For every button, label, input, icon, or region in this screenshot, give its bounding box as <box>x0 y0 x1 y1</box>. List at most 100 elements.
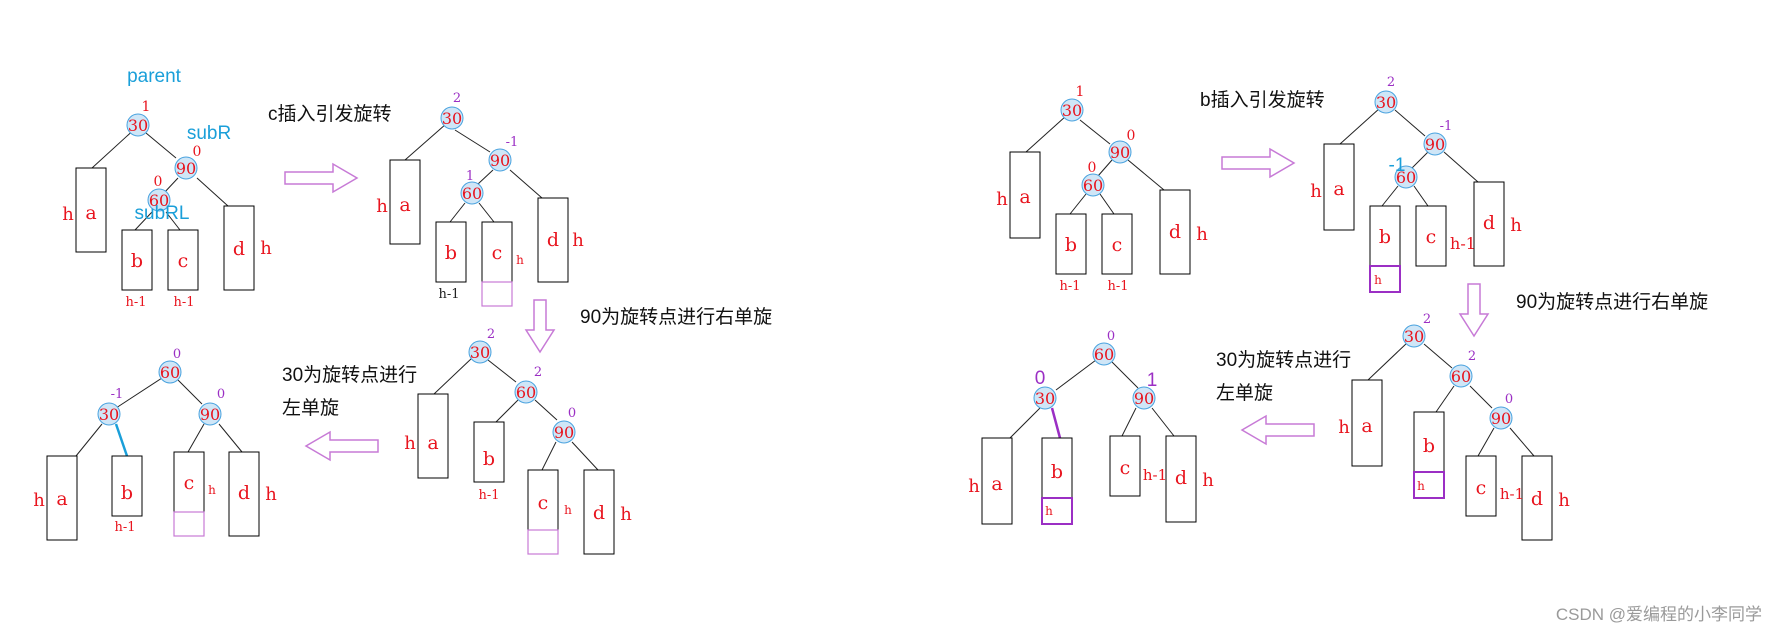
new-node-box <box>1413 471 1445 499</box>
balance-factor: 0 <box>1107 329 1115 344</box>
subtree-b-label: b <box>1423 435 1435 457</box>
node-circle <box>1394 165 1418 189</box>
subtree-c-label: c <box>1476 477 1487 499</box>
subtree-box <box>435 221 467 283</box>
node-90-value: 90 <box>1425 135 1445 154</box>
node-circle <box>1081 173 1105 197</box>
node-60-value: 60 <box>1396 168 1416 187</box>
tree-8: a b c d h h h h-1 60 30 90 0 0 1 <box>968 329 1214 525</box>
subtree-b-label: b <box>1379 226 1391 248</box>
balance-factor: 2 <box>534 365 542 380</box>
balance-factor: 0 <box>173 347 181 362</box>
balance-factor: 1 <box>1076 84 1085 100</box>
edge <box>1423 343 1453 369</box>
edge <box>1097 159 1113 177</box>
tree-3: a b c d h h h h-1 30 60 90 2 2 0 <box>404 327 632 555</box>
node-circle <box>97 402 121 426</box>
height-label: h <box>33 490 45 511</box>
arrow-down-icon <box>1459 283 1489 337</box>
node-circle <box>514 380 538 404</box>
caption-left-rotate-2b: 左单旋 <box>1216 382 1273 404</box>
balance-factor: 0 <box>568 406 576 421</box>
edge <box>1509 427 1535 457</box>
subR-label: subR <box>187 123 231 144</box>
subtree-box <box>46 455 78 541</box>
reattached-edge <box>114 423 129 457</box>
node-60-value: 60 <box>1451 367 1471 386</box>
edge <box>1151 407 1175 437</box>
height-label: h-1 <box>125 295 146 310</box>
node-circle <box>147 188 171 212</box>
balance-factor: -1 <box>111 387 124 402</box>
subtree-box <box>389 159 421 245</box>
balance-factor: 2 <box>487 327 495 342</box>
edge <box>487 359 517 383</box>
edge <box>478 202 495 223</box>
balance-factor: 2 <box>1423 312 1431 327</box>
edge <box>1025 115 1067 153</box>
parent-label: parent <box>127 66 182 87</box>
edge <box>1079 119 1111 145</box>
caption-left-rotate-2: 左单旋 <box>282 397 339 419</box>
subtree-b-label: b <box>483 448 495 470</box>
height-label: h <box>572 230 584 251</box>
height-label: h <box>62 204 74 225</box>
watermark-text: CSDN @爱编程的小李同学 <box>1556 605 1762 624</box>
new-node-box <box>527 529 559 555</box>
edge <box>534 399 558 421</box>
balance-factor: 0 <box>1088 160 1097 176</box>
node-circle <box>126 113 150 137</box>
height-label: h-1 <box>173 295 194 310</box>
subtree-c-label: c <box>492 242 503 264</box>
subtree-box <box>223 205 255 291</box>
node-60-value: 60 <box>516 383 536 402</box>
balance-factor: 1 <box>466 169 474 184</box>
height-label: h <box>265 484 277 505</box>
subtree-d-label: d <box>1175 467 1187 489</box>
node-90-value: 90 <box>200 405 220 424</box>
subtree-d-label: d <box>1531 488 1543 510</box>
node-30-value: 30 <box>99 405 119 424</box>
edge <box>541 441 557 471</box>
subtree-b-label: b <box>445 242 457 264</box>
node-circle <box>1449 364 1473 388</box>
edge <box>1469 385 1493 409</box>
height-label: h-1 <box>1500 485 1524 503</box>
edge <box>187 423 205 453</box>
subtree-b-label: b <box>131 250 143 272</box>
subtree-box <box>1055 213 1087 275</box>
subtree-box <box>167 229 199 291</box>
edge <box>1413 185 1429 207</box>
subtree-a-label: a <box>85 202 96 224</box>
height-label: h <box>260 238 272 259</box>
subtree-b-label: b <box>1065 234 1077 256</box>
height-label: h <box>1510 215 1522 236</box>
subRL-label: subRL <box>135 203 190 224</box>
subtree-box <box>111 455 143 517</box>
edge <box>1435 385 1455 413</box>
caption-insert-b: b插入引发旋转 <box>1200 89 1325 111</box>
height-label: h <box>564 503 572 517</box>
subtree-c-label: c <box>1426 226 1437 248</box>
subtree-box <box>1101 213 1133 275</box>
node-60-value: 60 <box>160 363 180 382</box>
edge <box>1367 341 1409 381</box>
edge <box>1127 159 1165 191</box>
height-label: h <box>1338 417 1350 438</box>
arrow-down-icon <box>525 299 555 353</box>
new-node-box <box>1369 265 1401 293</box>
node-90-value: 90 <box>490 151 510 170</box>
node-30-value: 30 <box>1062 101 1082 120</box>
subtree-c-label: c <box>178 250 189 272</box>
node-90-value: 90 <box>1110 143 1130 162</box>
arrow-left-icon <box>1241 415 1315 445</box>
subtree-a-label: a <box>399 194 410 216</box>
node-circle <box>488 148 512 172</box>
height-label: h <box>1202 470 1214 491</box>
edge <box>509 169 543 199</box>
subtree-a-label: a <box>427 432 438 454</box>
subtree-box <box>473 421 505 483</box>
subtree-box <box>228 451 260 537</box>
height-label: h <box>208 483 216 497</box>
height-label: h-1 <box>438 287 459 302</box>
